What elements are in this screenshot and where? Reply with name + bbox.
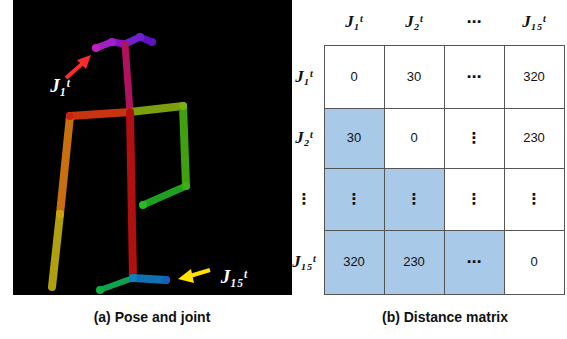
matrix-cell: ⋮ — [467, 191, 482, 208]
column-header: ⋯ — [467, 14, 482, 31]
joint-label: J₁ᵗ — [50, 76, 70, 97]
matrix-cell: 320 — [343, 255, 365, 269]
matrix-cell: ⋮ — [407, 191, 422, 208]
joint-label: J₁₅ᵗ — [221, 267, 247, 288]
matrix-cell: 230 — [523, 131, 545, 145]
red-pointer — [66, 55, 91, 78]
column-header: J₁ᵗ — [345, 13, 363, 32]
matrix-cell: 320 — [523, 70, 545, 84]
matrix-cell: 0 — [350, 70, 357, 84]
matrix-grid — [324, 45, 565, 295]
matrix-cell: ⋮ — [347, 191, 362, 208]
matrix-cell: 0 — [410, 131, 417, 145]
row-header: J₁₅ᵗ — [292, 253, 316, 272]
pose-panel — [13, 0, 292, 295]
matrix-cell: 30 — [407, 70, 421, 84]
row-header: ⋮ — [297, 191, 312, 208]
matrix-cell: ⋮ — [527, 191, 542, 208]
matrix-cell: 30 — [347, 131, 361, 145]
matrix-shading — [324, 108, 504, 295]
pose-skeleton — [52, 33, 190, 294]
matrix-cell: ⋮ — [467, 130, 482, 147]
matrix-cell: ⋯ — [467, 254, 482, 271]
column-header: J₂ᵗ — [405, 13, 423, 32]
matrix-cell: ⋯ — [467, 69, 482, 86]
matrix-cell: 230 — [403, 255, 425, 269]
row-header: J₂ᵗ — [295, 129, 313, 148]
subfigure-caption: (b) Distance matrix — [382, 310, 508, 325]
subfigure-caption: (a) Pose and joint — [94, 310, 211, 325]
matrix-cell: 0 — [530, 255, 537, 269]
column-header: J₁₅ᵗ — [522, 13, 546, 32]
row-header: J₁ᵗ — [295, 68, 313, 87]
yellow-pointer — [178, 269, 210, 283]
